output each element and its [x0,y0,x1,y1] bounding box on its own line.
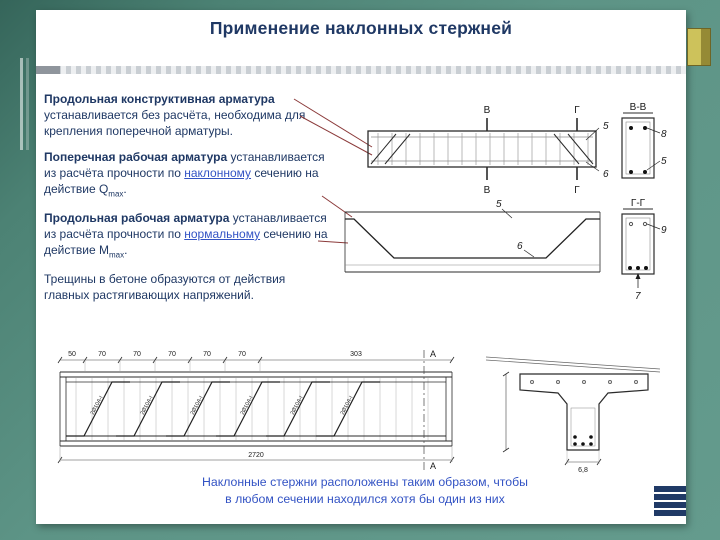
paragraph-lead: Продольная рабочая арматура [44,211,230,226]
paragraph-longitudinal-reinforcement: Продольная рабочая арматура устанавливае… [44,211,328,261]
content-panel: Применение наклонных стержней Продольная… [36,10,686,524]
decor-edge-stripe [20,58,23,150]
page-title: Применение наклонных стержней [209,18,513,38]
caption-line1: Наклонные стержни расположены таким обра… [202,475,528,489]
title-divider [36,66,686,74]
decor-bar [654,486,686,492]
decor-corner-bars [654,486,686,516]
paragraph-body: сечению на действие M [44,226,328,257]
decor-edge-stripe-2 [26,58,29,150]
decor-bar [654,510,686,516]
subscript-max: max [108,250,125,260]
paragraph-body: устанавливается из расчёта прочности по [44,211,327,241]
text-column: Продольная конструктивная арматура устан… [44,92,328,314]
paragraph-body: . [123,182,127,197]
paragraph-transverse-reinforcement: Поперечная рабочая арматура устанавливае… [44,150,328,200]
paragraph-cracks: Трещины в бетоне образуются от действия … [44,272,328,304]
link-inclined-section[interactable]: наклонному [184,166,252,181]
decor-bar [654,494,686,500]
caption-line2: в любом сечении находился хотя бы один и… [225,492,505,507]
link-normal-section[interactable]: нормальному [184,226,261,241]
caption: Наклонные стержни расположены таким обра… [140,474,590,509]
paragraph-body: . [124,242,128,257]
paragraph-lead: Продольная конструктивная арматура [44,92,275,106]
paragraph-body: сечению на действие Q [44,166,319,197]
paragraph-lead: Поперечная рабочая арматура [44,150,228,165]
paragraph-constructive-reinforcement: Продольная конструктивная арматура устан… [44,92,328,139]
decor-bar [654,502,686,508]
paragraph-body: устанавливается без расчёта, необходима … [44,107,306,138]
paragraph-body: Трещины в бетоне образуются от действия … [44,271,286,302]
subscript-max: max [108,189,124,199]
decor-olive-square [687,28,711,66]
divider-cap [36,66,60,74]
